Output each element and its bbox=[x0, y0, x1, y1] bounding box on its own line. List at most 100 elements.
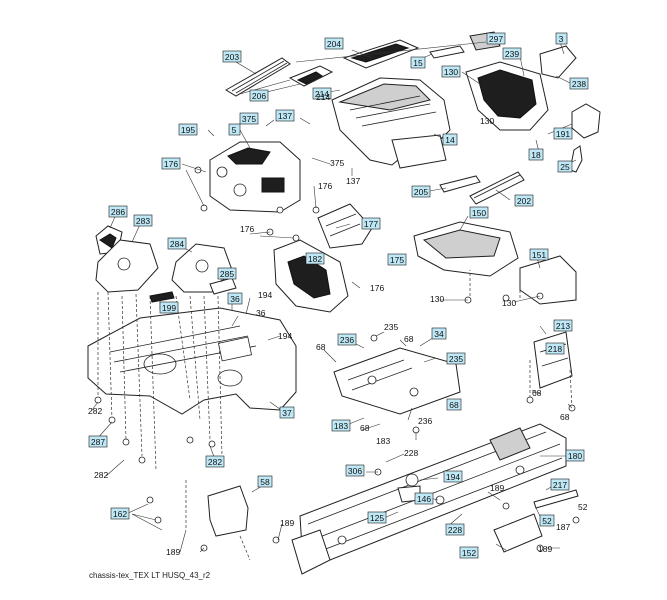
part-146-pivot bbox=[397, 473, 421, 503]
label-176-plain-b: 176 bbox=[240, 224, 254, 234]
part-217-link bbox=[533, 489, 579, 509]
callout-36[interactable]: 36 bbox=[227, 292, 243, 305]
svg-text:218: 218 bbox=[548, 344, 562, 354]
callout-205[interactable]: 205 bbox=[411, 185, 431, 198]
callout-214[interactable]: 214 bbox=[312, 87, 332, 100]
svg-text:199: 199 bbox=[162, 303, 176, 313]
label-189-plain-c: 189 bbox=[166, 547, 180, 557]
label-189-plain-d: 189 bbox=[538, 544, 552, 554]
callout-297[interactable]: 297 bbox=[486, 32, 506, 45]
callout-202[interactable]: 202 bbox=[514, 194, 534, 207]
callout-34[interactable]: 34 bbox=[431, 327, 447, 340]
callout-183[interactable]: 183 bbox=[331, 419, 351, 432]
callout-213[interactable]: 213 bbox=[553, 319, 573, 332]
callout-182[interactable]: 182 bbox=[305, 252, 325, 265]
label-189-plain-b: 189 bbox=[280, 518, 294, 528]
svg-text:58: 58 bbox=[260, 477, 270, 487]
svg-text:217: 217 bbox=[553, 480, 567, 490]
callout-137[interactable]: 137 bbox=[275, 109, 295, 122]
part-205-strip bbox=[439, 175, 481, 193]
callout-150[interactable]: 150 bbox=[469, 206, 489, 219]
callout-282[interactable]: 282 bbox=[205, 455, 225, 468]
callout-125[interactable]: 125 bbox=[367, 511, 387, 524]
callout-375[interactable]: 375 bbox=[239, 112, 259, 125]
callout-3[interactable]: 3 bbox=[555, 32, 568, 45]
part-15-hinge bbox=[429, 45, 465, 59]
callout-52[interactable]: 52 bbox=[539, 514, 555, 527]
callout-203[interactable]: 203 bbox=[222, 50, 242, 63]
label-194-plain-a: 194 bbox=[258, 290, 272, 300]
svg-text:36: 36 bbox=[230, 294, 240, 304]
part-283-fender bbox=[95, 239, 159, 293]
svg-text:130: 130 bbox=[444, 67, 458, 77]
svg-text:37: 37 bbox=[282, 408, 292, 418]
callout-5[interactable]: 5 bbox=[228, 123, 241, 136]
label-130-plain-b: 130 bbox=[430, 294, 444, 304]
callout-285[interactable]: 285 bbox=[217, 267, 237, 280]
svg-text:162: 162 bbox=[113, 509, 127, 519]
svg-text:125: 125 bbox=[370, 513, 384, 523]
callout-286[interactable]: 286 bbox=[108, 205, 128, 218]
label-68-plain-e: 68 bbox=[560, 412, 570, 422]
callout-18[interactable]: 18 bbox=[528, 148, 544, 161]
callout-176-a[interactable]: 176 bbox=[161, 157, 181, 170]
callout-284[interactable]: 284 bbox=[167, 237, 187, 250]
callout-194[interactable]: 194 bbox=[443, 470, 463, 483]
callout-37[interactable]: 37 bbox=[279, 406, 295, 419]
callout-58[interactable]: 58 bbox=[257, 475, 273, 488]
part-199-plate bbox=[149, 291, 175, 303]
callout-306[interactable]: 306 bbox=[345, 464, 365, 477]
svg-text:236: 236 bbox=[340, 335, 354, 345]
callout-146[interactable]: 146 bbox=[414, 492, 434, 505]
label-189-plain-a: 189 bbox=[490, 483, 504, 493]
diagram-reference-code: chassis-tex_TEX LT HUSQ_43_r2 bbox=[89, 571, 211, 580]
callout-283[interactable]: 283 bbox=[133, 214, 153, 227]
callout-228[interactable]: 228 bbox=[445, 523, 465, 536]
label-282-plain-b: 282 bbox=[94, 470, 108, 480]
label-194-plain-b: 194 bbox=[278, 331, 292, 341]
callout-25[interactable]: 25 bbox=[557, 160, 573, 173]
callout-217[interactable]: 217 bbox=[550, 478, 570, 491]
callout-151[interactable]: 151 bbox=[529, 248, 549, 261]
svg-text:285: 285 bbox=[220, 269, 234, 279]
svg-text:283: 283 bbox=[136, 216, 150, 226]
callout-287[interactable]: 287 bbox=[88, 435, 108, 448]
callout-68[interactable]: 68 bbox=[446, 398, 462, 411]
callout-236[interactable]: 236 bbox=[337, 333, 357, 346]
callout-162[interactable]: 162 bbox=[110, 507, 130, 520]
callout-199[interactable]: 199 bbox=[159, 301, 179, 314]
callout-130-top[interactable]: 130 bbox=[441, 65, 461, 78]
callout-14[interactable]: 14 bbox=[442, 133, 458, 146]
label-68-plain-b: 68 bbox=[316, 342, 326, 352]
part-152-bracket bbox=[493, 513, 543, 553]
label-68-plain-d: 68 bbox=[532, 388, 542, 398]
label-176-plain-c: 176 bbox=[370, 283, 384, 293]
callout-239[interactable]: 239 bbox=[502, 47, 522, 60]
callout-204[interactable]: 204 bbox=[324, 37, 344, 50]
callout-238[interactable]: 238 bbox=[569, 77, 589, 90]
callout-206[interactable]: 206 bbox=[249, 89, 269, 102]
svg-text:213: 213 bbox=[556, 321, 570, 331]
svg-text:287: 287 bbox=[91, 437, 105, 447]
svg-text:194: 194 bbox=[446, 472, 460, 482]
part-5-dash bbox=[209, 141, 301, 213]
svg-text:204: 204 bbox=[327, 39, 341, 49]
svg-text:282: 282 bbox=[208, 457, 222, 467]
callout-195[interactable]: 195 bbox=[178, 123, 198, 136]
callout-218[interactable]: 218 bbox=[545, 342, 565, 355]
callout-labels: 203 204 297 3 15 239 130 238 206 214 375… bbox=[88, 32, 589, 559]
assembly-lines bbox=[97, 270, 573, 561]
svg-text:15: 15 bbox=[413, 58, 423, 68]
callout-191[interactable]: 191 bbox=[553, 127, 573, 140]
label-235-plain: 235 bbox=[384, 322, 398, 332]
callout-177[interactable]: 177 bbox=[361, 217, 381, 230]
callout-180[interactable]: 180 bbox=[565, 449, 585, 462]
callout-15[interactable]: 15 bbox=[410, 56, 426, 69]
svg-text:238: 238 bbox=[572, 79, 586, 89]
callout-175[interactable]: 175 bbox=[387, 253, 407, 266]
label-282-plain-a: 282 bbox=[88, 406, 102, 416]
svg-text:3: 3 bbox=[559, 34, 564, 44]
label-36-plain: 36 bbox=[256, 308, 266, 318]
callout-235[interactable]: 235 bbox=[446, 352, 466, 365]
callout-152[interactable]: 152 bbox=[459, 546, 479, 559]
